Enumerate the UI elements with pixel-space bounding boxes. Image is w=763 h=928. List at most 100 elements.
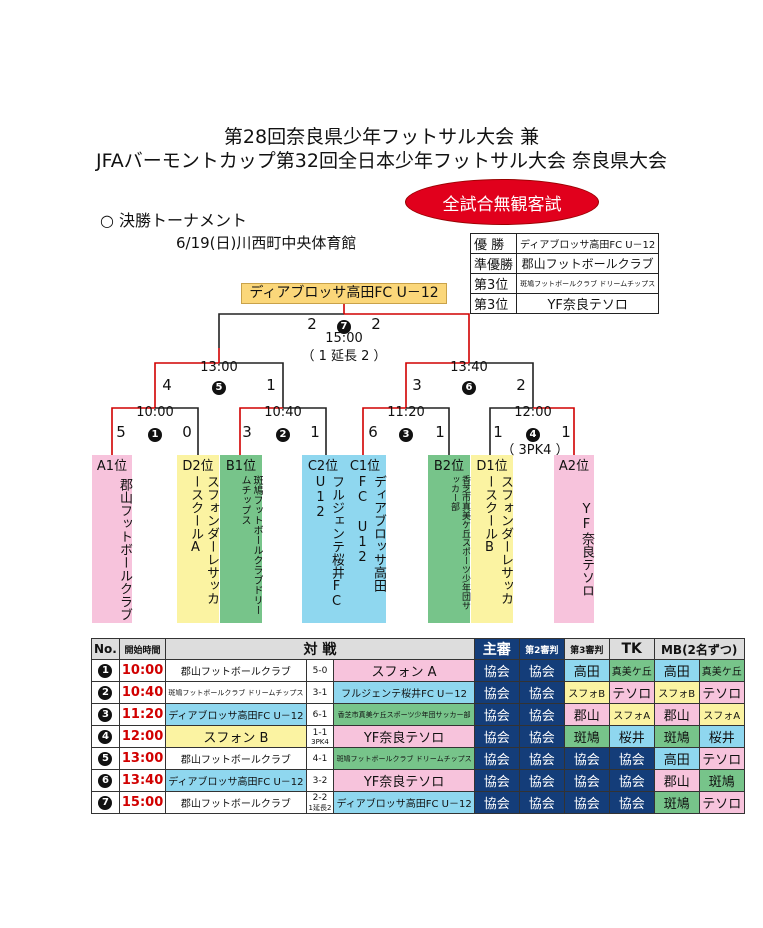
quarter-score-left: 6 — [368, 423, 378, 441]
quarter-score-right: 1 — [561, 423, 571, 441]
schedule-cell-mb2: 真美ケ丘 — [698, 659, 745, 682]
score-main: 2-2 — [312, 792, 328, 803]
team-position: B1位 — [225, 459, 257, 474]
team-card: A2位 YF奈良テソロ — [554, 455, 594, 623]
schedule-cell-no: 6 — [91, 769, 120, 792]
schedule-cell-mb2: 斑鳩 — [698, 769, 745, 792]
team-position: C1位 — [349, 459, 381, 474]
schedule-cell-r2: 協会 — [518, 725, 565, 748]
semi-score-right: 1 — [266, 376, 276, 394]
semi-score-left: 3 — [412, 376, 422, 394]
match-number-icon: 6 — [462, 377, 476, 396]
schedule-cell-r1: 協会 — [473, 725, 520, 748]
quarter-score-left: 3 — [242, 423, 252, 441]
score-main: 5-0 — [312, 665, 328, 676]
team-name: 郡山フットボールクラブ — [117, 477, 132, 621]
schedule-cell-time: 10:40 — [118, 681, 167, 704]
schedule-cell-mb1: スフォB — [653, 681, 700, 704]
score-main: 4-1 — [312, 753, 328, 764]
team-card: D1位 スフォンダーレサッカースクールB — [471, 455, 513, 623]
results-box: 優 勝ディアブロッサ高田FC U－12 準優勝郡山フットボールクラブ 第3位斑鳩… — [469, 233, 660, 314]
schedule-header-row: No. 開始時間 対 戦 主審 第2審判 第3審判 TK MB(2名ずつ) — [91, 638, 745, 660]
team-position: A1位 — [96, 459, 128, 474]
schedule-cell-mb2: スフォA — [698, 703, 745, 726]
schedule-cell-r2: 協会 — [518, 703, 565, 726]
score-main: 3-2 — [312, 775, 328, 786]
schedule-cell-no: 1 — [91, 659, 120, 682]
schedule-cell-r1: 協会 — [473, 703, 520, 726]
team-position: D2位 — [182, 459, 214, 474]
score-main: 1-1 — [312, 727, 328, 738]
schedule-cell-r1: 協会 — [473, 747, 520, 770]
score-main: 6-1 — [312, 709, 328, 720]
schedule-cell-r3: 協会 — [563, 791, 610, 814]
quarter-time: 12:00 — [514, 405, 552, 420]
schedule-cell-away: スフォン A — [333, 659, 475, 682]
quarter-extra: （ 3PK4 ） — [501, 443, 569, 458]
match-number-icon: 4 — [526, 424, 540, 443]
schedule-cell-home: ディアブロッサ高田FC U－12 — [165, 769, 307, 792]
team-name: 斑鳩フットボールクラブドリームチップス — [239, 475, 262, 615]
score-extra: 1延長2 — [308, 803, 332, 812]
schedule-cell-r1: 協会 — [473, 791, 520, 814]
tournament-bracket-lines — [111, 302, 575, 455]
title-line-2: JFAバーモントカップ第32回全日本少年フットサル大会 奈良県大会 — [95, 150, 667, 172]
schedule-cell-tk: 協会 — [608, 747, 655, 770]
quarter-score-left: 1 — [493, 423, 503, 441]
schedule-cell-r3: 斑鳩 — [563, 725, 610, 748]
match-number-icon: 4 — [98, 729, 113, 744]
header-no: No. — [91, 638, 120, 660]
schedule-cell-away: YF奈良テソロ — [333, 769, 475, 792]
header-ref3: 第3審判 — [563, 638, 610, 660]
schedule-cell-away: ディアブロッサ高田FC U－12 — [333, 791, 475, 814]
schedule-cell-time: 11:20 — [118, 703, 167, 726]
team-card: A1位 郡山フットボールクラブ — [92, 455, 132, 623]
team-card: C1位 ディアブロッサ高田FC U12 — [344, 455, 386, 623]
venue: 6/19(日)川西町中央体育館 — [176, 234, 357, 252]
schedule-cell-home: 郡山フットボールクラブ — [165, 747, 307, 770]
schedule-cell-away: 斑鳩フットボールクラブ ドリームチップス — [333, 747, 475, 770]
schedule-cell-r2: 協会 — [518, 681, 565, 704]
match-number-icon: 5 — [98, 751, 113, 766]
team-position: D1位 — [476, 459, 508, 474]
schedule-cell-mb2: テソロ — [698, 791, 745, 814]
match-number-icon: 7 — [337, 316, 351, 335]
header-match: 対 戦 — [165, 638, 475, 660]
schedule-cell-no: 2 — [91, 681, 120, 704]
semi-time: 13:40 — [450, 360, 488, 375]
schedule-cell-mb1: 郡山 — [653, 769, 700, 792]
semi-time: 13:00 — [200, 360, 238, 375]
result-team: YF奈良テソロ — [516, 293, 660, 314]
quarter-score-right: 1 — [310, 423, 320, 441]
team-name: スフォンダーレサッカースクールB — [482, 475, 513, 605]
semi-score-left: 4 — [162, 376, 172, 394]
score-main: 3-1 — [312, 687, 328, 698]
schedule-cell-tk: 真美ケ丘 — [608, 659, 655, 682]
team-card: C2位 フルジェンテ桜井FC U12 — [302, 455, 344, 623]
schedule-cell-r1: 協会 — [473, 659, 520, 682]
schedule-cell-home: ディアブロッサ高田FC U－12 — [165, 703, 307, 726]
match-number-icon: 2 — [276, 424, 290, 443]
schedule-cell-time: 13:40 — [118, 769, 167, 792]
schedule-cell-tk: 協会 — [608, 769, 655, 792]
final-score-right: 2 — [371, 315, 381, 333]
quarter-time: 10:40 — [264, 405, 302, 420]
team-name: ディアブロッサ高田FC U12 — [355, 475, 386, 592]
schedule-cell-time: 10:00 — [118, 659, 167, 682]
schedule-cell-mb1: 郡山 — [653, 703, 700, 726]
match-number-icon: 1 — [148, 424, 162, 443]
schedule-cell-no: 5 — [91, 747, 120, 770]
schedule-cell-time: 12:00 — [118, 725, 167, 748]
header-ref2: 第2審判 — [518, 638, 565, 660]
match-number-icon: 2 — [98, 685, 113, 700]
schedule-cell-away: フルジェンテ桜井FC U－12 — [333, 681, 475, 704]
schedule-cell-tk: スフォA — [608, 703, 655, 726]
final-score-left: 2 — [307, 315, 317, 333]
schedule-cell-home: 郡山フットボールクラブ — [165, 791, 307, 814]
schedule-cell-no: 7 — [91, 791, 120, 814]
final-time: 15:00 — [325, 331, 363, 346]
quarter-score-right: 1 — [435, 423, 445, 441]
